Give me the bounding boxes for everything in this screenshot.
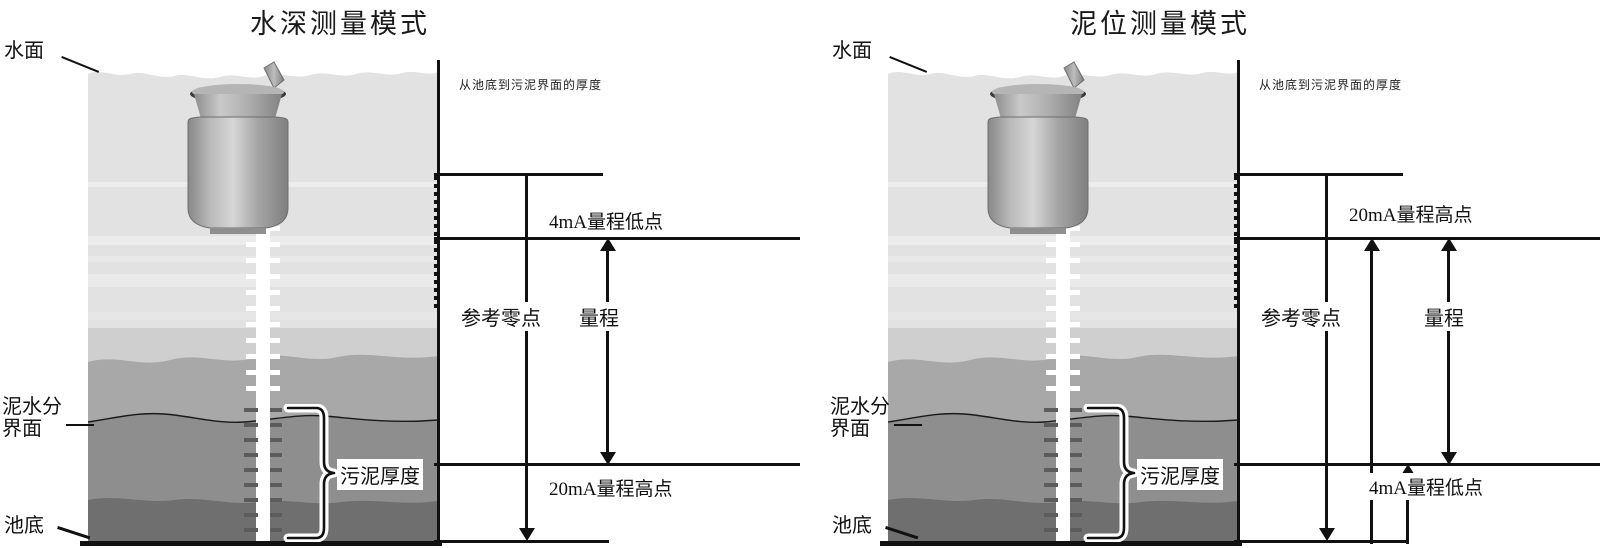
label-reference-zero: 参考零点 — [1259, 302, 1343, 331]
annotation-thickness-note: 从池底到污泥界面的厚度 — [459, 78, 603, 92]
label-water-surface: 水面 — [832, 40, 872, 62]
range-arrow-shaft — [1447, 244, 1450, 456]
label-pool-bottom: 池底 — [832, 515, 872, 537]
panel-sludge-level-mode: 泥位测量模式 — [800, 0, 1600, 548]
panel-title: 水深测量模式 — [250, 9, 430, 39]
tank-right-wall — [1237, 60, 1240, 545]
label-water-surface: 水面 — [4, 40, 44, 62]
label-20ma-high-point: 20mA量程高点 — [1347, 200, 1475, 227]
label-sludge-thickness: 污泥厚度 — [1137, 459, 1223, 490]
label-mud-interface-line2: 界面 — [830, 418, 870, 440]
reference-dotted-line — [1234, 176, 1238, 312]
label-mud-interface: 泥水分 界面 — [2, 396, 62, 440]
label-sludge-thickness: 污泥厚度 — [337, 459, 423, 490]
leader-mud-interface — [894, 424, 922, 426]
sludge-thickness-brace — [282, 403, 342, 547]
label-mud-interface-line1: 泥水分 — [830, 396, 890, 418]
range-arrowhead-bottom — [600, 452, 616, 465]
measurement-arrowhead — [1364, 238, 1380, 251]
reference-zero-arrowhead — [1319, 528, 1335, 541]
line-pool-bottom-ref — [1234, 540, 1409, 543]
scale-diagram: 从池底到污泥界面的厚度 参考零点 量程 4mA量程低点 20mA量程高点 — [434, 0, 800, 548]
line-4ma-low-point — [434, 237, 800, 240]
range-arrow-shaft — [606, 244, 609, 456]
label-range: 量程 — [577, 302, 621, 331]
tank-right-wall — [437, 60, 440, 545]
range-arrowhead-top — [600, 238, 616, 251]
reference-dotted-line — [434, 176, 438, 312]
label-mud-interface-line2: 界面 — [2, 418, 42, 440]
line-top-bracket — [434, 173, 603, 176]
panel-title: 泥位测量模式 — [1070, 9, 1250, 39]
label-range: 量程 — [1422, 302, 1466, 331]
line-4ma-low-point — [1234, 463, 1600, 466]
low-point-arrow-shaft — [1406, 470, 1409, 544]
label-4ma-low-point: 4mA量程低点 — [547, 207, 666, 234]
reference-zero-line — [1325, 176, 1328, 534]
label-mud-interface-line1: 泥水分 — [2, 396, 62, 418]
annotation-thickness-note: 从池底到污泥界面的厚度 — [1259, 78, 1403, 92]
reference-zero-line — [525, 176, 528, 534]
label-pool-bottom: 池底 — [4, 515, 44, 537]
label-20ma-high-point: 20mA量程高点 — [547, 474, 675, 501]
leader-pool-bottom — [57, 526, 91, 540]
tank-cross-section — [88, 60, 438, 543]
measurement-arrow-shaft — [1370, 244, 1373, 544]
tank-floor — [80, 541, 442, 546]
panel-water-depth-mode: 水深测量模式 — [2, 0, 800, 548]
label-mud-interface: 泥水分 界面 — [830, 396, 890, 440]
leader-mud-interface — [66, 424, 94, 426]
line-20ma-high-point — [1234, 237, 1600, 240]
label-reference-zero: 参考零点 — [459, 302, 543, 331]
range-arrowhead-bottom — [1441, 452, 1457, 465]
reference-zero-arrowhead — [519, 528, 535, 541]
sludge-thickness-brace — [1082, 403, 1142, 547]
scale-diagram: 从池底到污泥界面的厚度 参考零点 量程 20mA量程高点 4mA量程低点 — [1234, 0, 1600, 548]
label-4ma-low-point: 4mA量程低点 — [1367, 473, 1486, 500]
line-pool-bottom-ref — [434, 540, 609, 543]
probe-tape — [1044, 184, 1082, 543]
line-top-bracket — [1234, 173, 1403, 176]
tank-floor — [880, 541, 1242, 546]
range-arrowhead-top — [1441, 238, 1457, 251]
line-20ma-high-point — [434, 463, 800, 466]
